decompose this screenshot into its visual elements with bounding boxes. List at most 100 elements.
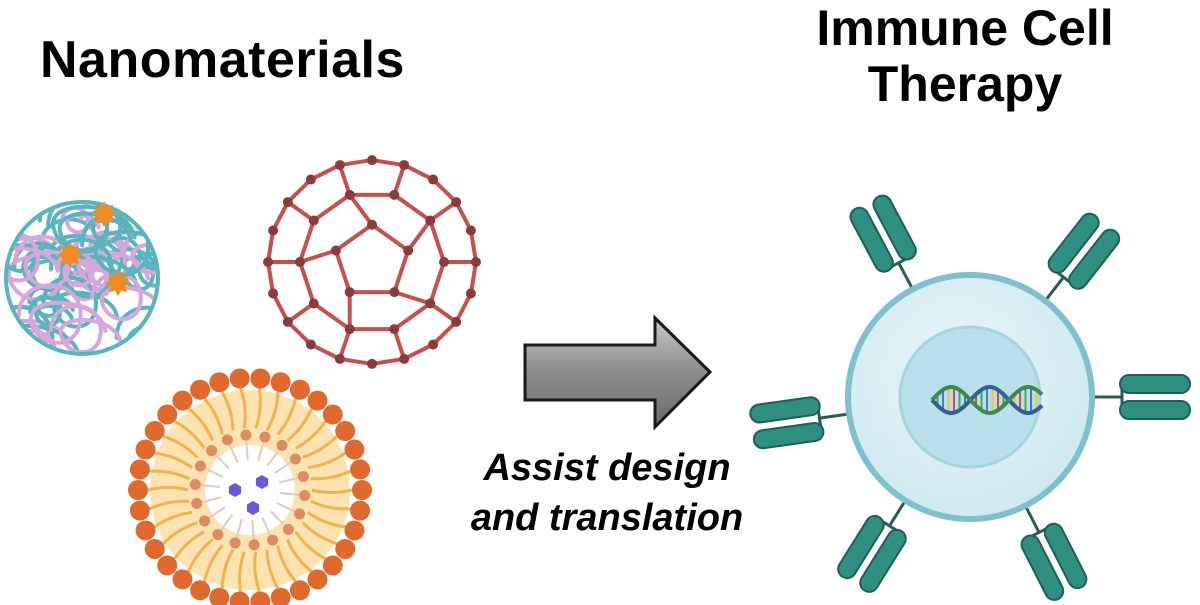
fullerene-atom xyxy=(367,358,377,369)
lipid-head xyxy=(190,379,211,400)
lipid-tail xyxy=(239,387,247,429)
lipid-tail xyxy=(276,545,297,583)
inner-lipid-head xyxy=(259,431,271,443)
fullerene-bond xyxy=(454,292,473,323)
lipid-tail xyxy=(238,551,246,592)
lipid-tail xyxy=(147,486,189,492)
receptor-icon xyxy=(1045,212,1121,301)
fullerene-atom xyxy=(389,189,400,200)
lipid-tail xyxy=(220,548,235,589)
fullerene-atom xyxy=(451,316,462,327)
receptor-icon xyxy=(837,501,907,593)
lipid-tail xyxy=(311,488,353,494)
fullerene-atom xyxy=(367,155,377,166)
inner-lipid-head xyxy=(289,453,301,465)
fullerene-atom xyxy=(295,257,305,267)
fullerene-atom xyxy=(282,197,293,208)
dna-helix-icon xyxy=(930,385,1044,415)
lipid-head xyxy=(157,555,178,576)
fullerene-atom xyxy=(330,245,341,256)
fullerene-atom xyxy=(451,197,462,208)
fullerene-bond xyxy=(429,301,458,324)
polymer-strand xyxy=(13,234,93,290)
lipid-head xyxy=(190,580,211,601)
lipid-head xyxy=(322,555,343,576)
fullerene-bond xyxy=(348,193,374,226)
fullerene-atom xyxy=(428,339,439,350)
caption-line-1: Assist design xyxy=(483,447,731,489)
fullerene-bond xyxy=(286,301,315,324)
inner-lipid-tail xyxy=(245,440,249,461)
fullerene-atom xyxy=(439,257,449,267)
inner-lipid-head xyxy=(212,529,224,541)
inner-lipid-head xyxy=(194,460,206,472)
lipid-head xyxy=(144,421,165,442)
lipid-tail xyxy=(203,544,224,582)
lipid-head xyxy=(172,569,193,590)
lipid-head xyxy=(229,591,250,605)
lipid-tail xyxy=(265,549,280,589)
lipid-head xyxy=(135,439,156,460)
fullerene-atom xyxy=(471,257,481,267)
inner-lipid-head xyxy=(240,429,252,441)
lipid-tail xyxy=(162,434,199,459)
lipid-head xyxy=(307,569,328,590)
dna-strand xyxy=(930,385,1044,415)
lipid-tail xyxy=(306,511,346,529)
lipid-tail xyxy=(187,407,215,442)
inner-lipid-tail xyxy=(228,444,239,464)
fullerene-atom xyxy=(308,298,319,309)
fullerene-bond xyxy=(339,356,373,366)
fullerene-bond xyxy=(431,320,458,346)
lipid-tail xyxy=(173,419,206,450)
lipid-head xyxy=(250,591,271,605)
fullerene-bond xyxy=(392,328,407,360)
fullerene-bond xyxy=(286,200,315,223)
inner-lipid-tail xyxy=(219,513,234,532)
drug-payload-icon xyxy=(57,201,131,296)
fullerene-atom xyxy=(268,288,279,299)
fullerene-bond xyxy=(298,219,316,263)
fullerene-bond xyxy=(468,261,478,294)
lipid-tail xyxy=(254,388,262,429)
fullerene-atom xyxy=(399,353,410,364)
fullerene-bond xyxy=(393,290,431,306)
fullerene-bond xyxy=(337,164,352,196)
lipid-head xyxy=(322,404,343,425)
lipid-tail xyxy=(307,451,346,470)
lipid-tail xyxy=(220,391,235,431)
fullerene-atom xyxy=(399,160,410,171)
drug-molecule-icon xyxy=(91,201,117,227)
fullerene-bond xyxy=(312,301,351,331)
fullerene-bond xyxy=(266,261,276,294)
fullerene-atom xyxy=(334,160,345,171)
inner-lipid-tail xyxy=(214,453,230,470)
lipid-head xyxy=(209,587,230,605)
fullerene-bond xyxy=(298,261,316,305)
fullerene-atom xyxy=(425,298,436,309)
inner-lipid-head xyxy=(294,508,306,520)
fullerene-bond xyxy=(286,178,313,204)
fullerene-atom xyxy=(389,324,400,335)
fullerene-atom xyxy=(308,215,319,226)
lipid-tail xyxy=(149,499,190,511)
lipid-tail xyxy=(285,538,313,573)
title-line-1: Immune Cell xyxy=(816,0,1114,56)
fullerene-bond xyxy=(309,163,341,182)
nanomaterials-title: Nanomaterials xyxy=(40,31,405,89)
inner-lipid-head xyxy=(299,489,311,501)
lipid-head xyxy=(344,520,365,541)
fullerene-bond xyxy=(286,320,313,346)
inner-lipid-tail xyxy=(251,519,255,540)
lipid-head xyxy=(270,587,291,605)
lipid-head xyxy=(128,480,148,500)
lipid-tail xyxy=(203,397,224,435)
inner-lipid-head xyxy=(191,498,203,510)
lipid-head xyxy=(250,368,271,389)
fullerene-bond xyxy=(333,249,352,293)
fullerene-bond xyxy=(392,164,407,196)
inner-lipid-head xyxy=(276,439,288,451)
fullerene-atom xyxy=(305,339,316,350)
fullerene-atom xyxy=(403,245,414,256)
